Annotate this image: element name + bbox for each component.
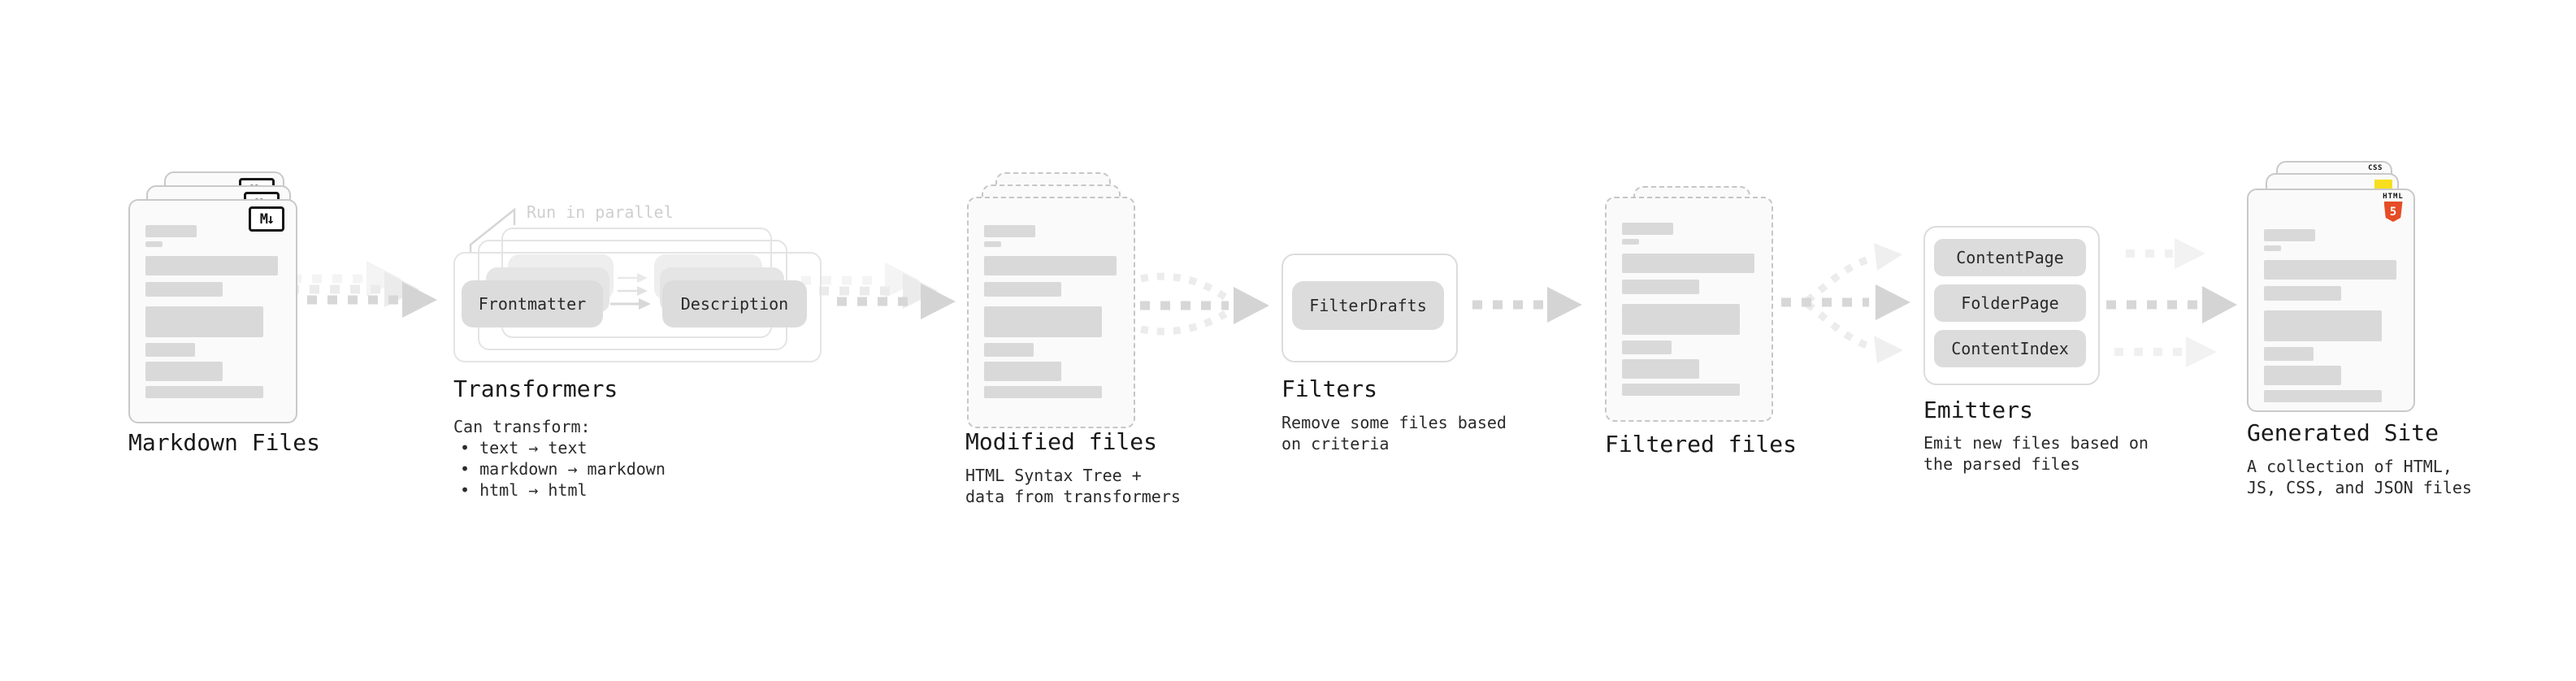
stage-title-generated-site: Generated Site — [2247, 419, 2439, 446]
doc-placeholder-line — [1622, 384, 1740, 396]
desc-line: • text → text — [460, 438, 588, 458]
doc-placeholder-line — [984, 282, 1061, 297]
doc-placeholder-line — [1622, 239, 1639, 245]
transformer-container — [453, 252, 822, 362]
desc-line: the parsed files — [1923, 454, 2080, 474]
doc-placeholder-line — [1622, 280, 1699, 294]
desc-line: HTML Syntax Tree + — [965, 466, 1142, 485]
filters-panel: FilterDrafts — [1281, 254, 1458, 362]
document-card — [1605, 197, 1773, 422]
desc-line: Remove some files based — [1281, 413, 1507, 432]
filter-drafts-chip: FilterDrafts — [1292, 281, 1444, 330]
doc-placeholder-line — [2264, 229, 2315, 241]
document-placeholder-lines — [2264, 229, 2396, 402]
stage-desc-generated-site: A collection of HTML, JS, CSS, and JSON … — [2247, 456, 2472, 498]
doc-placeholder-line — [2264, 390, 2382, 402]
doc-placeholder-line — [984, 241, 1001, 247]
doc-placeholder-line — [145, 306, 263, 337]
doc-placeholder-line — [2264, 245, 2281, 251]
doc-placeholder-line — [1622, 359, 1699, 379]
transformer-frontmatter-chip: Frontmatter — [462, 280, 603, 327]
content-page-chip: ContentPage — [1934, 239, 2086, 276]
html5-shield: 5 — [2383, 202, 2403, 222]
stage-title-filters: Filters — [1281, 375, 1378, 402]
doc-placeholder-line — [1622, 304, 1740, 335]
markdown-icon: M↓ — [249, 206, 284, 232]
doc-placeholder-line — [145, 282, 223, 297]
html5-icon: HTML 5 — [2383, 193, 2404, 222]
desc-line: Can transform: — [453, 417, 591, 436]
document-placeholder-lines — [145, 225, 278, 398]
stage-title-modified-files: Modified files — [965, 428, 1158, 455]
doc-placeholder-line — [2264, 310, 2382, 341]
flow-arrow-filters-to-filtered — [1472, 287, 1582, 323]
html5-badge-text: HTML — [2383, 193, 2404, 201]
flow-arrow-emitters-to-generated — [2106, 238, 2237, 367]
doc-placeholder-line — [145, 241, 163, 247]
stage-desc-emitters: Emit new files based on the parsed files — [1923, 432, 2149, 475]
doc-placeholder-line — [145, 343, 195, 357]
doc-placeholder-line — [2264, 366, 2341, 385]
run-in-parallel-annotation: Run in parallel — [527, 202, 674, 222]
stage-title-transformers: Transformers — [453, 375, 618, 402]
flow-arrow-transformers-to-modified — [801, 262, 956, 319]
flow-arrow-filtered-to-emitters — [1781, 243, 1910, 363]
desc-line: • markdown → markdown — [460, 459, 666, 479]
doc-placeholder-line — [1622, 254, 1754, 273]
stage-desc-transformers: Can transform: • text → text • markdown … — [453, 416, 666, 501]
doc-placeholder-line — [2264, 286, 2341, 301]
doc-placeholder-line — [145, 225, 197, 237]
desc-line: on criteria — [1281, 434, 1390, 453]
doc-placeholder-line — [984, 225, 1035, 237]
desc-line: data from transformers — [965, 487, 1181, 506]
document-card: HTML 5 — [2247, 189, 2415, 412]
doc-placeholder-line — [984, 343, 1034, 357]
folder-page-chip: FolderPage — [1934, 284, 2086, 322]
stage-title-markdown-files: Markdown Files — [128, 429, 321, 456]
desc-line: JS, CSS, and JSON files — [2247, 478, 2472, 497]
document-placeholder-lines — [984, 225, 1117, 398]
doc-placeholder-line — [145, 256, 278, 275]
stage-title-emitters: Emitters — [1923, 397, 2033, 423]
doc-placeholder-line — [145, 362, 223, 381]
doc-placeholder-line — [1622, 223, 1673, 235]
stage-desc-modified-files: HTML Syntax Tree + data from transformer… — [965, 465, 1181, 507]
transformer-description-chip: Description — [662, 280, 807, 327]
document-card: M↓ — [128, 199, 297, 423]
doc-placeholder-line — [145, 386, 263, 398]
doc-placeholder-line — [984, 256, 1117, 275]
document-placeholder-lines — [1622, 223, 1754, 396]
desc-line: • html → html — [460, 480, 588, 500]
document-card — [967, 197, 1135, 428]
js-icon — [2374, 180, 2392, 189]
stage-desc-filters: Remove some files based on criteria — [1281, 412, 1507, 454]
doc-placeholder-line — [984, 386, 1102, 398]
css-badge-text: CSS — [2368, 164, 2383, 172]
doc-placeholder-line — [2264, 260, 2396, 280]
flow-arrow-modified-to-filters — [1140, 272, 1269, 336]
stage-title-filtered-files: Filtered files — [1605, 431, 1798, 458]
desc-line: A collection of HTML, — [2247, 457, 2452, 476]
content-index-chip: ContentIndex — [1934, 330, 2086, 367]
desc-line: Emit new files based on — [1923, 433, 2149, 453]
doc-placeholder-line — [1622, 340, 1672, 354]
doc-placeholder-line — [984, 362, 1061, 381]
html5-number: 5 — [2389, 205, 2397, 219]
emitters-panel: ContentPage FolderPage ContentIndex — [1923, 226, 2100, 385]
doc-placeholder-line — [984, 306, 1102, 337]
doc-placeholder-line — [2264, 347, 2314, 361]
